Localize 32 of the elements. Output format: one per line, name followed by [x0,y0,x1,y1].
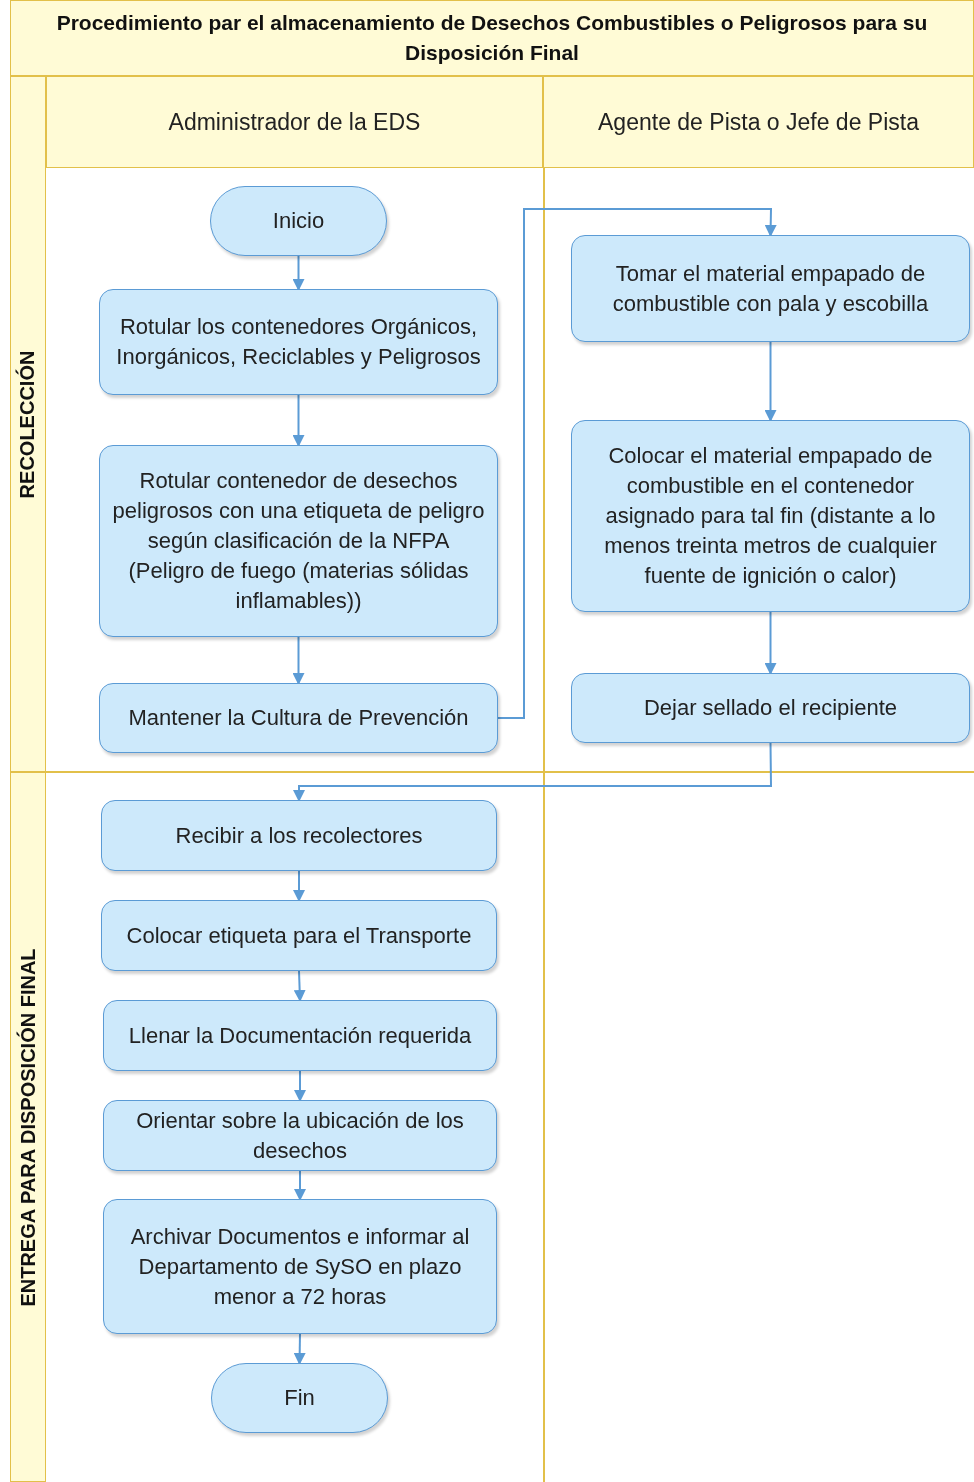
arrow [292,255,305,291]
process-box: Llenar la Documentación requerida [103,1000,497,1071]
process-box: Dejar sellado el recipiente [571,673,970,743]
process-box: Recibir a los recolectores [101,800,497,871]
arrow [292,394,305,447]
lane-label: ENTREGA PARA DISPOSICIÓN FINAL [16,947,40,1307]
arrow [764,611,777,675]
lane-label: RECOLECCIÓN [16,350,40,498]
lane-header: Agente de Pista o Jefe de Pista [543,76,974,168]
process-box: Orientar sobre la ubicación de los desechos [103,1100,497,1171]
terminal-box: Fin [211,1363,388,1433]
lane-band [10,772,46,1482]
diagram-title: Procedimiento par el almacenamiento de Desechos Combustibles o Peligrosos para su Disposición Final [10,0,974,76]
process-box: Rotular los contenedores Orgánicos, Inorgánicos, Reciclables y Peligrosos [99,289,498,395]
arrow [293,1333,306,1365]
process-box: Archivar Documentos e informar al Departamento de SySO en plazo menor a 72 horas [103,1199,497,1334]
process-box: Colocar el material empapado de combustible en el contenedor asignado para tal fin (distante a lo menos treinta metros de cualquier fuente de ignición o calor) [571,420,970,612]
arrow [292,636,305,685]
arrow [293,742,772,802]
arrow [497,208,777,719]
arrow [293,870,305,902]
arrow [764,341,777,422]
arrow [294,1170,306,1201]
process-box: Colocar etiqueta para el Transporte [101,900,497,971]
process-box: Tomar el material empapado de combustible con pala y escobilla [571,235,970,342]
arrow [294,1070,306,1102]
terminal-box: Inicio [210,186,387,256]
lane-band [10,76,46,772]
process-box: Rotular contenedor de desechos peligrosos con una etiqueta de peligro según clasificación de la NFPA (Peligro de fuego (materias sólidas inflamables)) [99,445,498,637]
arrow [293,970,306,1002]
process-box: Mantener la Cultura de Prevención [99,683,498,753]
lane-header: Administrador de la EDS [46,76,543,168]
